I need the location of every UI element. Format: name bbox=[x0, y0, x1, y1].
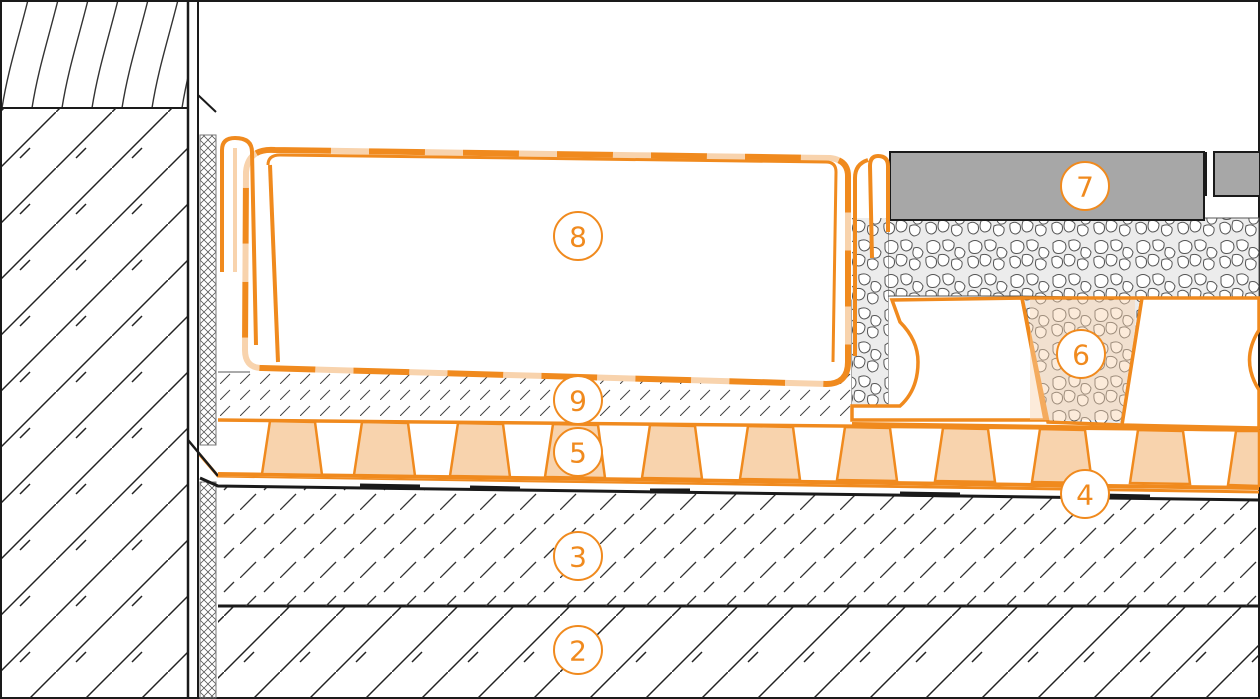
callout-6-label: 6 bbox=[1072, 339, 1090, 372]
edge-insulation-upper bbox=[199, 134, 217, 446]
callout-6: 6 bbox=[1056, 329, 1106, 379]
callout-4: 4 bbox=[1060, 469, 1110, 519]
callout-3-label: 3 bbox=[569, 541, 587, 574]
edge-insulation-lower bbox=[199, 481, 217, 699]
layer-9-bedding bbox=[218, 371, 852, 420]
callout-5: 5 bbox=[553, 427, 603, 477]
wall-timber bbox=[2, 2, 188, 109]
wall-concrete bbox=[2, 2, 217, 698]
callout-3: 3 bbox=[553, 531, 603, 581]
layer-3-screed bbox=[218, 486, 1259, 606]
callout-9-label: 9 bbox=[569, 385, 587, 418]
layer-8-channel bbox=[220, 135, 890, 388]
callout-9: 9 bbox=[553, 375, 603, 425]
callout-8: 8 bbox=[553, 211, 603, 261]
callout-7: 7 bbox=[1060, 161, 1110, 211]
callout-2: 2 bbox=[553, 625, 603, 675]
layer-5-drainage-mat bbox=[217, 418, 1260, 490]
callout-2-label: 2 bbox=[569, 635, 587, 668]
layer-7-paving bbox=[889, 151, 1260, 221]
callout-7-label: 7 bbox=[1076, 171, 1094, 204]
callout-4-label: 4 bbox=[1076, 479, 1094, 512]
callout-8-label: 8 bbox=[569, 221, 587, 254]
layer-2-slab bbox=[218, 604, 1259, 698]
callout-5-label: 5 bbox=[569, 437, 587, 470]
